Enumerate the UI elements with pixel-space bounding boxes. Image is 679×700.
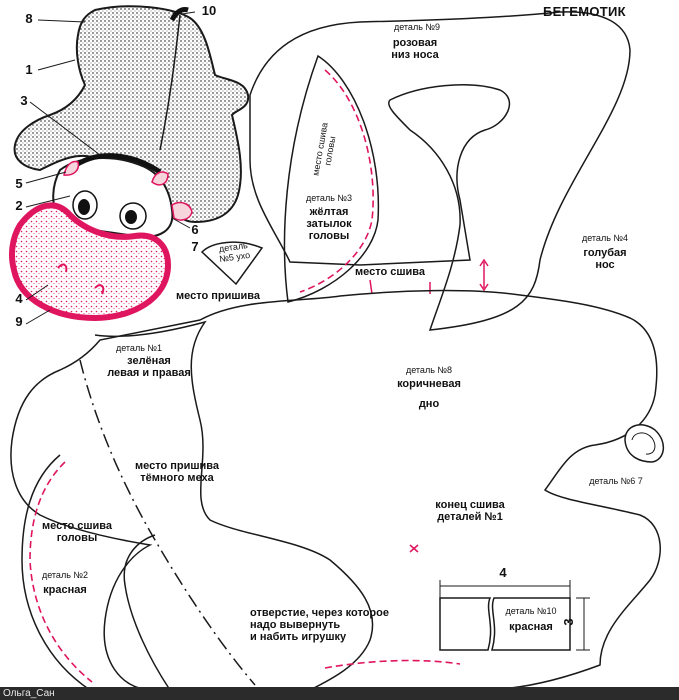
hippo-brow [70, 153, 162, 175]
dark-fur-line [79, 359, 256, 686]
part-10-title: деталь №10 [505, 606, 557, 616]
hippo-illustration [9, 5, 250, 325]
callout-1: 1 [25, 62, 33, 77]
part-10-rect-right [491, 597, 571, 651]
part-2-title: деталь №2 [41, 570, 89, 580]
callout-4: 4 [15, 291, 23, 306]
part-8-color: коричневая [397, 378, 461, 390]
sew-seam-label: место сшива [354, 266, 426, 278]
part-4-color: голубая нос [583, 247, 627, 271]
leader-lines [25, 11, 196, 325]
callout-10: 10 [201, 3, 217, 18]
seam-end-label: конец сшива деталей №1 [435, 499, 505, 523]
hippo-snout [9, 202, 172, 322]
part-2-color: красная [43, 584, 87, 596]
part-9-4-outline [249, 11, 631, 331]
watermark: Ольга_Сан [0, 687, 679, 700]
opening-seam [324, 659, 461, 669]
callout-2: 2 [15, 198, 23, 213]
callout-7: 7 [191, 239, 199, 254]
part-6-7-label: деталь №6 7 [589, 476, 643, 486]
dark-fur-label: место пришива тёмного меха [134, 460, 220, 484]
part-9-title: деталь №9 [393, 22, 441, 32]
part-1-color: зелёная левая и правая [107, 355, 191, 379]
part-8-sub: дно [418, 398, 440, 410]
body-outline [10, 289, 661, 691]
body-inner-line [94, 320, 374, 691]
ear-piece-outline [200, 241, 264, 286]
part-6-7-inner [631, 432, 656, 455]
part-3-seam [299, 69, 374, 293]
hippo-ear-left [63, 160, 80, 176]
part-10-color: красная [509, 621, 553, 633]
callout-8: 8 [25, 11, 33, 26]
part-10-rect-left [439, 597, 492, 651]
head-sew-label: место сшива головы [41, 520, 113, 544]
hippo-nostril-right [94, 284, 105, 295]
dim-width-value: 4 [499, 565, 507, 580]
part-9-color: розовая низ носа [391, 37, 439, 61]
part-1-title: деталь №1 [115, 343, 163, 353]
hippo-tuft [169, 7, 189, 22]
callout-9: 9 [15, 314, 23, 329]
part-2-seam [29, 461, 93, 683]
part-3-color: жёлтая затылок головы [306, 206, 352, 242]
part-3-outline [283, 54, 380, 303]
part-8-title: деталь №8 [405, 365, 453, 375]
part-3-title: деталь №3 [305, 193, 353, 203]
opening-label: отверстие, через которое надо вывернуть … [250, 607, 389, 643]
callout-5: 5 [15, 176, 23, 191]
hippo-nose-side [171, 201, 193, 221]
part-10 [439, 580, 590, 651]
part-4-title: деталь №4 [581, 233, 629, 243]
hippo-pupil-left [78, 199, 90, 215]
callout-6: 6 [191, 222, 199, 237]
pattern-title: БЕГЕМОТИК [543, 4, 626, 19]
hippo-head-parting [159, 14, 181, 151]
callout-3: 3 [20, 93, 28, 108]
hippo-ear-right [151, 171, 169, 186]
sew-attach-label: место пришива [175, 290, 261, 302]
seam-marker-left [369, 279, 373, 295]
seam-end-mark-2 [409, 544, 419, 553]
part-6-7-outline [624, 424, 664, 463]
hippo-pupil-right [125, 210, 137, 224]
seam-marker-right-arrows [479, 258, 489, 292]
hippo-nostril-left [57, 263, 68, 273]
